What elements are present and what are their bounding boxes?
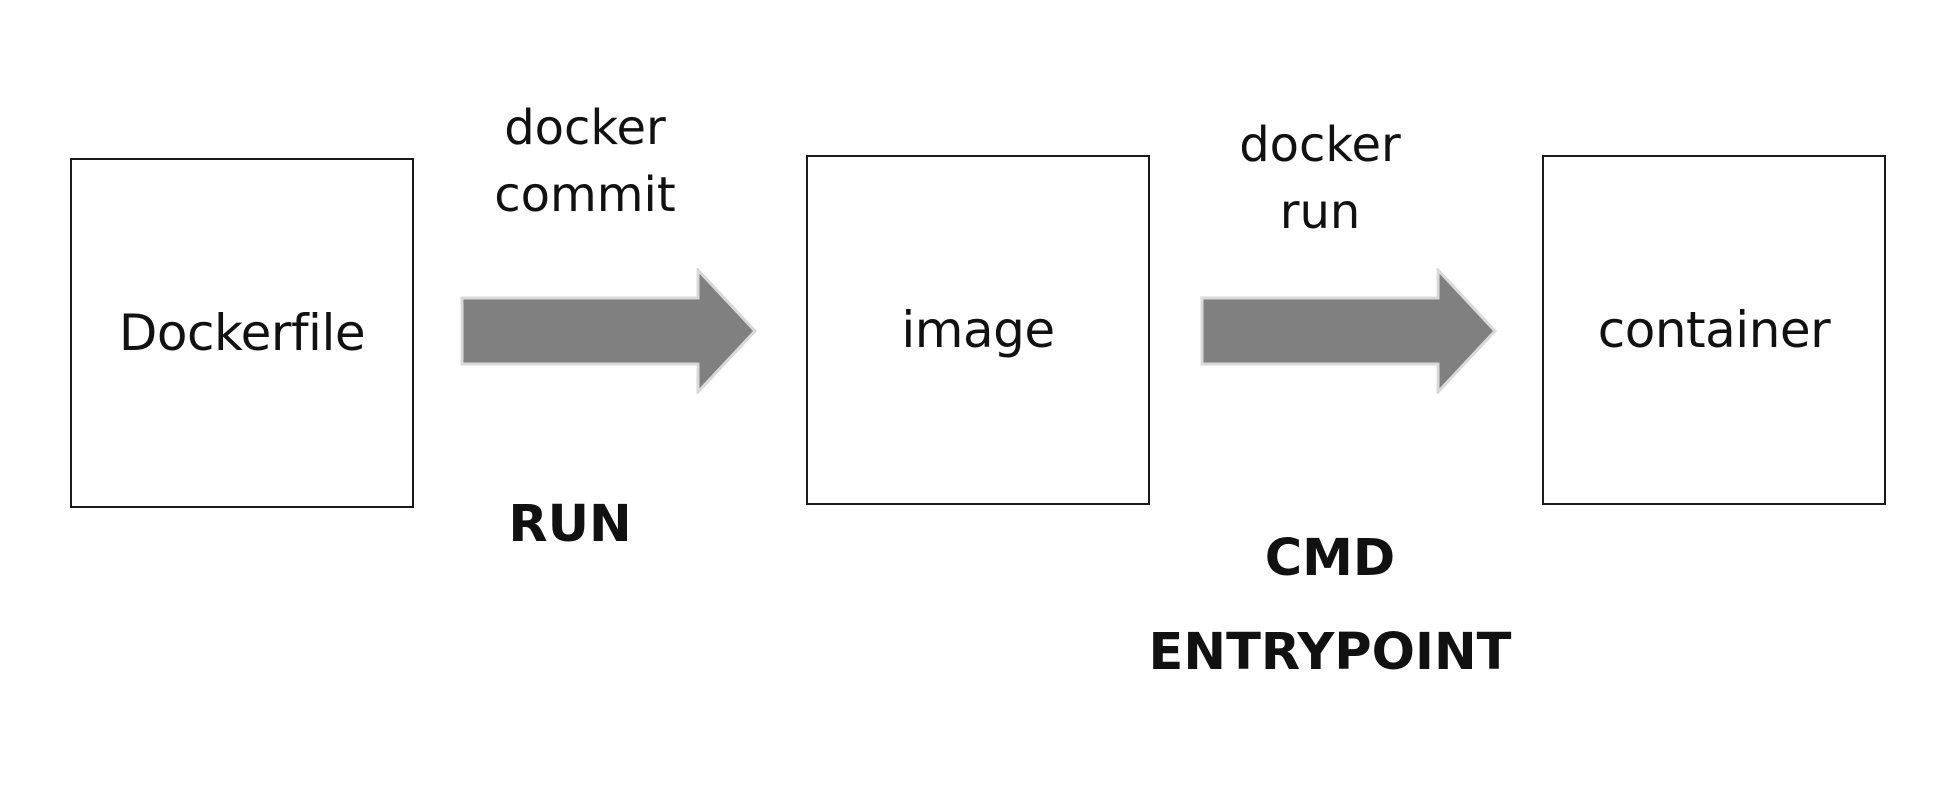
- run-instruction-text: RUN: [508, 495, 632, 554]
- run-arrow-shape: [1200, 268, 1498, 394]
- container-box: container: [1542, 155, 1886, 505]
- entrypoint-instruction-text: ENTRYPOINT: [1148, 623, 1512, 682]
- image-box: image: [806, 155, 1150, 505]
- docker-commit-line-1: docker: [504, 100, 666, 156]
- run-instruction-label: RUN: [460, 495, 680, 555]
- commit-arrow-shape: [460, 268, 758, 394]
- docker-run-line-2: run: [1279, 184, 1361, 240]
- run-arrow-icon: [1200, 268, 1498, 394]
- container-label: container: [1597, 301, 1831, 359]
- docker-run-line-1: docker: [1239, 117, 1401, 173]
- image-label: image: [901, 301, 1055, 359]
- cmd-instruction-text: CMD: [1264, 529, 1396, 588]
- dockerfile-box: Dockerfile: [70, 158, 414, 508]
- docker-commit-label: docker commit: [465, 95, 705, 229]
- docker-commit-line-2: commit: [494, 167, 676, 223]
- cmd-entrypoint-label: CMD ENTRYPOINT: [1140, 512, 1520, 700]
- commit-arrow-icon: [460, 268, 758, 394]
- dockerfile-label: Dockerfile: [118, 304, 366, 362]
- docker-run-label: docker run: [1200, 112, 1440, 246]
